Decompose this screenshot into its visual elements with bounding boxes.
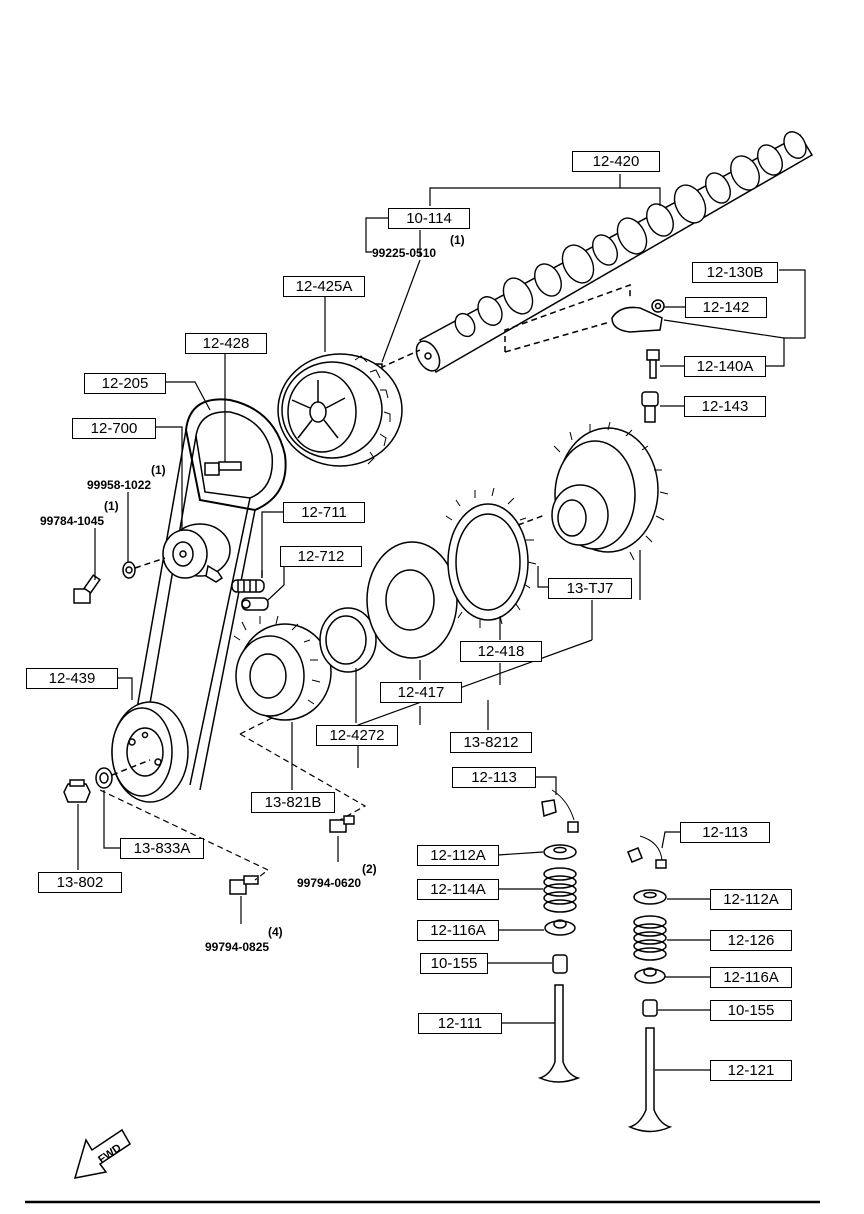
- bolt-99794-0825: [229, 875, 259, 895]
- spring-retainer-a: [544, 919, 576, 936]
- spring-retainer-b: [634, 967, 666, 984]
- callout-13-802[interactable]: 13-802: [38, 872, 122, 893]
- spring-seat-b: [633, 889, 667, 905]
- qty-99784-1045: (1): [104, 499, 119, 513]
- callout-12-113-b[interactable]: 12-113: [680, 822, 770, 843]
- callout-12-114A[interactable]: 12-114A: [417, 879, 499, 900]
- callout-12-205[interactable]: 12-205: [84, 373, 166, 394]
- tensioner-lock-bolt: [73, 574, 101, 604]
- spring-seat-a: [543, 844, 577, 860]
- bolt-99794-0620: [329, 815, 355, 833]
- bolt-label-99784-1045[interactable]: 99784-1045: [40, 514, 105, 528]
- thrust-plate: [366, 541, 458, 659]
- callout-12-711[interactable]: 12-711: [283, 502, 365, 523]
- tensioner-spring: [231, 579, 265, 593]
- bolt-label-99794-0825[interactable]: 99794-0825: [205, 940, 270, 954]
- callout-12-116A-a[interactable]: 12-116A: [417, 920, 499, 941]
- exhaust-valve: [537, 984, 581, 1083]
- qty-99794-0620: (2): [362, 862, 377, 876]
- tappet-pin: [641, 391, 659, 423]
- qty-99958-1022: (1): [151, 463, 166, 477]
- callout-12-418[interactable]: 12-418: [460, 641, 542, 662]
- bolt-label-99794-0620[interactable]: 99794-0620: [297, 876, 362, 890]
- callout-12-4272[interactable]: 12-4272: [316, 725, 398, 746]
- callout-12-439[interactable]: 12-439: [26, 668, 118, 689]
- valve-seal-a: [552, 954, 568, 974]
- valve-keeper-a: [541, 789, 579, 833]
- callout-12-121[interactable]: 12-121: [710, 1060, 792, 1081]
- callout-12-712[interactable]: 12-712: [280, 546, 362, 567]
- callout-12-428[interactable]: 12-428: [185, 333, 267, 354]
- valve-seal-b: [642, 999, 658, 1017]
- callout-12-140A[interactable]: 12-140A: [684, 356, 766, 377]
- callout-12-420[interactable]: 12-420: [572, 151, 660, 172]
- callout-10-155-b[interactable]: 10-155: [710, 1000, 792, 1021]
- callout-12-417[interactable]: 12-417: [380, 682, 462, 703]
- qty-99794-0825: (4): [268, 925, 283, 939]
- oil-seal: [319, 607, 377, 673]
- camshaft: [415, 131, 814, 374]
- callout-13-8212[interactable]: 13-8212: [450, 732, 532, 753]
- tensioner-pin: [241, 597, 269, 611]
- callout-13-821B[interactable]: 13-821B: [251, 792, 335, 813]
- tensioner-pulley: [162, 523, 231, 583]
- balancer-gear: [551, 421, 669, 561]
- timing-belt: [134, 398, 287, 791]
- camshaft-pulley: [277, 353, 403, 467]
- callout-12-111[interactable]: 12-111: [418, 1013, 502, 1034]
- callout-12-113-a[interactable]: 12-113: [452, 767, 536, 788]
- bolt-label-99225-0510[interactable]: 99225-0510: [372, 246, 437, 260]
- callout-12-126[interactable]: 12-126: [710, 930, 792, 951]
- leader-lines: [77, 174, 806, 1071]
- valve-keeper-b: [627, 835, 667, 869]
- qty-99225-0510: (1): [450, 233, 465, 247]
- valve-spring-a: [543, 867, 577, 913]
- callout-12-130B[interactable]: 12-130B: [692, 262, 778, 283]
- tensioner-bolt: [204, 461, 242, 476]
- callout-12-143[interactable]: 12-143: [684, 396, 766, 417]
- valve-spring-b: [633, 915, 667, 961]
- callout-10-114[interactable]: 10-114: [388, 208, 470, 229]
- rocker-arm: [611, 299, 665, 333]
- callout-12-112A-b[interactable]: 12-112A: [710, 889, 792, 910]
- intake-valve: [627, 1027, 673, 1133]
- callout-13-833A[interactable]: 13-833A: [120, 838, 204, 859]
- sprocket: [445, 487, 537, 628]
- callout-12-116A-b[interactable]: 12-116A: [710, 967, 792, 988]
- bolt-label-99958-1022[interactable]: 99958-1022: [87, 478, 152, 492]
- fwd-arrow-icon: [73, 1128, 131, 1179]
- adjust-screw: [646, 349, 660, 379]
- callout-12-700[interactable]: 12-700: [72, 418, 156, 439]
- callout-10-155-a[interactable]: 10-155: [420, 953, 488, 974]
- callout-12-425A[interactable]: 12-425A: [283, 276, 365, 297]
- crankshaft-pulley: [111, 701, 189, 803]
- callout-12-112A-a[interactable]: 12-112A: [417, 845, 499, 866]
- crank-bolt: [63, 779, 91, 803]
- callout-12-142[interactable]: 12-142: [685, 297, 767, 318]
- callout-13-TJ7[interactable]: 13-TJ7: [548, 578, 632, 599]
- crankshaft-timing-pulley: [233, 615, 332, 721]
